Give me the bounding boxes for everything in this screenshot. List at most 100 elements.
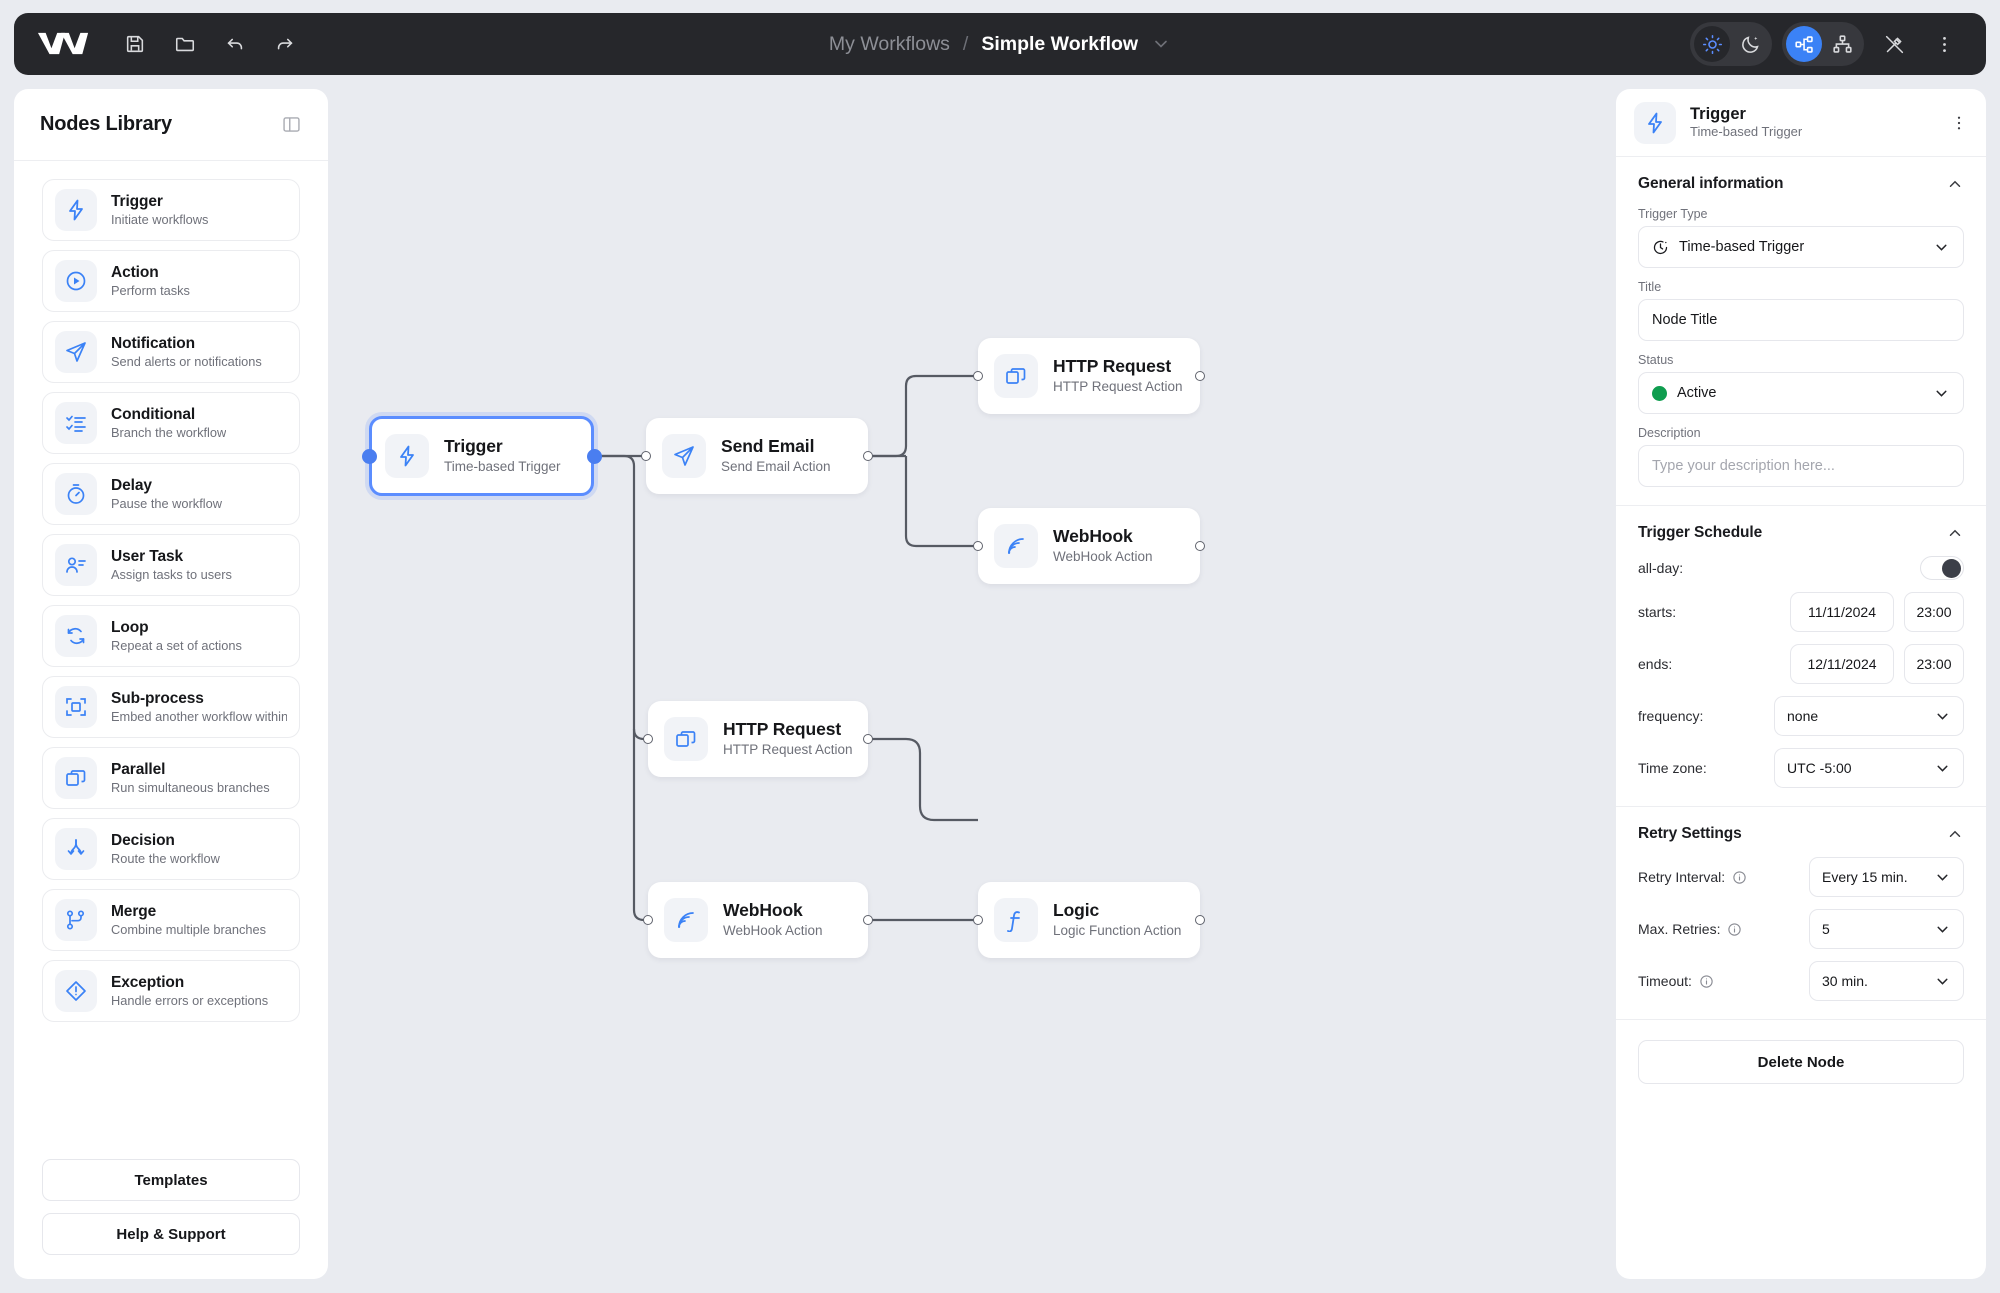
delete-node-button[interactable]: Delete Node [1638, 1040, 1964, 1084]
canvas-node-http-request-top[interactable]: HTTP Request HTTP Request Action [978, 338, 1200, 414]
node-port-input[interactable] [973, 915, 983, 925]
node-port-output[interactable] [863, 734, 873, 744]
node-port-output[interactable] [587, 449, 602, 464]
function-f-icon [994, 898, 1038, 942]
tree-layout-icon[interactable] [1824, 26, 1860, 62]
panel-collapse-icon[interactable] [281, 114, 302, 135]
sidebar-item-conditional[interactable]: Conditional Branch the workflow [42, 392, 300, 454]
workflow-canvas[interactable]: Trigger Time-based Trigger Send Email Se… [328, 89, 1606, 1279]
retry-interval-select[interactable]: Every 15 min. [1809, 857, 1964, 897]
node-port-input[interactable] [643, 915, 653, 925]
merge-branch-icon [55, 899, 97, 941]
starts-date-input[interactable]: 11/11/2024 [1790, 592, 1894, 632]
sidebar-item-desc: Pause the workflow [111, 496, 222, 512]
breadcrumb-current[interactable]: Simple Workflow [981, 32, 1139, 55]
node-port-input[interactable] [641, 451, 651, 461]
sidebar-item-notification[interactable]: Notification Send alerts or notification… [42, 321, 300, 383]
node-port-input[interactable] [973, 541, 983, 551]
sidebar-item-merge[interactable]: Merge Combine multiple branches [42, 889, 300, 951]
redo-icon[interactable] [274, 33, 296, 55]
ends-date-input[interactable]: 12/11/2024 [1790, 644, 1894, 684]
checklist-icon [55, 402, 97, 444]
graph-layout-icon[interactable] [1786, 26, 1822, 62]
breadcrumb-parent[interactable]: My Workflows [828, 32, 950, 55]
sidebar-item-desc: Send alerts or notifications [111, 354, 262, 370]
timeout-select[interactable]: 30 min. [1809, 961, 1964, 1001]
timeout-label: Timeout: [1638, 973, 1799, 989]
sidebar-item-action[interactable]: Action Perform tasks [42, 250, 300, 312]
starts-time-input[interactable]: 23:00 [1904, 592, 1964, 632]
node-port-output[interactable] [1195, 541, 1205, 551]
chevron-down-icon[interactable] [1933, 385, 1950, 402]
all-day-toggle[interactable] [1920, 556, 1964, 580]
node-port-output[interactable] [863, 451, 873, 461]
section-header-schedule[interactable]: Trigger Schedule [1638, 524, 1964, 542]
section-header-general[interactable]: General information [1638, 175, 1964, 193]
trigger-type-select[interactable]: Time-based Trigger [1638, 226, 1964, 268]
help-support-button[interactable]: Help & Support [42, 1213, 300, 1255]
status-select[interactable]: Active [1638, 372, 1964, 414]
sidebar-item-exception[interactable]: Exception Handle errors or exceptions [42, 960, 300, 1022]
sidebar-item-user-task[interactable]: User Task Assign tasks to users [42, 534, 300, 596]
trigger-type-label: Trigger Type [1638, 207, 1708, 221]
sidebar-item-delay[interactable]: Delay Pause the workflow [42, 463, 300, 525]
chevron-up-icon[interactable] [1946, 524, 1964, 542]
info-icon[interactable] [1727, 922, 1742, 937]
canvas-node-webhook-bottom[interactable]: WebHook WebHook Action [648, 882, 868, 958]
node-port-output[interactable] [1195, 371, 1205, 381]
description-placeholder: Type your description here... [1652, 458, 1835, 474]
section-title: Trigger Schedule [1638, 524, 1763, 541]
frequency-row: frequency: none [1638, 696, 1964, 736]
max-retries-select[interactable]: 5 [1809, 909, 1964, 949]
node-port-output[interactable] [863, 915, 873, 925]
canvas-node-http-request-mid[interactable]: HTTP Request HTTP Request Action [648, 701, 868, 777]
canvas-node-trigger[interactable]: Trigger Time-based Trigger [369, 416, 594, 496]
sidebar-item-parallel[interactable]: Parallel Run simultaneous branches [42, 747, 300, 809]
canvas-node-logic[interactable]: Logic Logic Function Action [978, 882, 1200, 958]
canvas-node-label: Send Email [721, 435, 815, 456]
chevron-down-icon[interactable] [1934, 921, 1951, 938]
sidebar-item-decision[interactable]: Decision Route the workflow [42, 818, 300, 880]
node-port-output[interactable] [1195, 915, 1205, 925]
chevron-down-icon[interactable] [1933, 239, 1950, 256]
canvas-node-webhook-top[interactable]: WebHook WebHook Action [978, 508, 1200, 584]
open-folder-icon[interactable] [174, 33, 196, 55]
chevron-up-icon[interactable] [1946, 175, 1964, 193]
undo-icon[interactable] [224, 33, 246, 55]
dark-mode-icon[interactable] [1732, 26, 1768, 62]
page-title: Nodes Library [40, 113, 172, 135]
info-icon[interactable] [1699, 974, 1714, 989]
canvas-node-send-email[interactable]: Send Email Send Email Action [646, 418, 868, 494]
sidebar-item-trigger[interactable]: Trigger Initiate workflows [42, 179, 300, 241]
canvas-node-label: Logic [1053, 899, 1100, 920]
chevron-down-icon[interactable] [1934, 869, 1951, 886]
max-retries-label: Max. Retries: [1638, 921, 1799, 937]
more-vertical-icon[interactable] [1924, 24, 1964, 64]
sidebar-item-sub-process[interactable]: Sub-process Embed another workflow withi… [42, 676, 300, 738]
title-input[interactable]: Node Title [1638, 299, 1964, 341]
description-input[interactable]: Type your description here... [1638, 445, 1964, 487]
node-port-input[interactable] [362, 449, 377, 464]
max-retries-label-text: Max. Retries: [1638, 921, 1721, 937]
frequency-select[interactable]: none [1774, 696, 1964, 736]
chevron-down-icon[interactable] [1934, 760, 1951, 777]
sidebar-item-loop[interactable]: Loop Repeat a set of actions [42, 605, 300, 667]
canvas-node-label: WebHook [723, 899, 803, 920]
chevron-down-icon[interactable] [1151, 34, 1171, 54]
chevron-up-icon[interactable] [1946, 825, 1964, 843]
node-port-input[interactable] [973, 371, 983, 381]
user-list-icon [55, 544, 97, 586]
timezone-select[interactable]: UTC -5:00 [1774, 748, 1964, 788]
save-icon[interactable] [124, 33, 146, 55]
node-port-input[interactable] [643, 734, 653, 744]
magic-wand-off-icon[interactable] [1874, 24, 1914, 64]
info-icon[interactable] [1732, 870, 1747, 885]
retry-interval-label: Retry Interval: [1638, 869, 1799, 885]
ends-time-input[interactable]: 23:00 [1904, 644, 1964, 684]
light-mode-icon[interactable] [1694, 26, 1730, 62]
more-vertical-icon[interactable] [1950, 114, 1968, 132]
chevron-down-icon[interactable] [1934, 708, 1951, 725]
chevron-down-icon[interactable] [1934, 973, 1951, 990]
templates-button[interactable]: Templates [42, 1159, 300, 1201]
section-header-retry[interactable]: Retry Settings [1638, 825, 1964, 843]
